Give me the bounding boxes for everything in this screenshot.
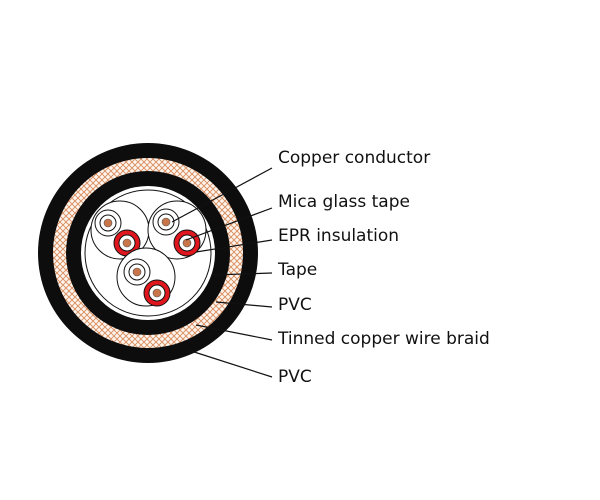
- label-tinned-copper-wire-braid: Tinned copper wire braid: [278, 329, 490, 349]
- core-white: [94, 209, 122, 237]
- label-copper-conductor: Copper conductor: [278, 148, 431, 168]
- core-white: [123, 258, 151, 286]
- twisted-pair-3: [116, 247, 176, 307]
- leader-line-2: [185, 207, 273, 241]
- leader-line-7: [187, 349, 273, 378]
- core-red: [143, 279, 171, 307]
- leader-line-4: [211, 272, 273, 276]
- leader-line-5: [215, 301, 273, 308]
- label-mica-glass-tape: Mica glass tape: [278, 192, 410, 212]
- label-outer-pvc: PVC: [278, 367, 312, 387]
- label-epr-insulation: EPR insulation: [278, 226, 400, 246]
- leader-line-1: [171, 167, 273, 223]
- twisted-pair-2: [147, 200, 207, 260]
- core-white: [152, 208, 180, 236]
- core-red: [173, 229, 201, 257]
- leader-line-3: [195, 239, 273, 253]
- label-inner-pvc: PVC: [278, 295, 312, 315]
- leader-line-6: [195, 324, 273, 341]
- label-tape: Tape: [278, 260, 318, 280]
